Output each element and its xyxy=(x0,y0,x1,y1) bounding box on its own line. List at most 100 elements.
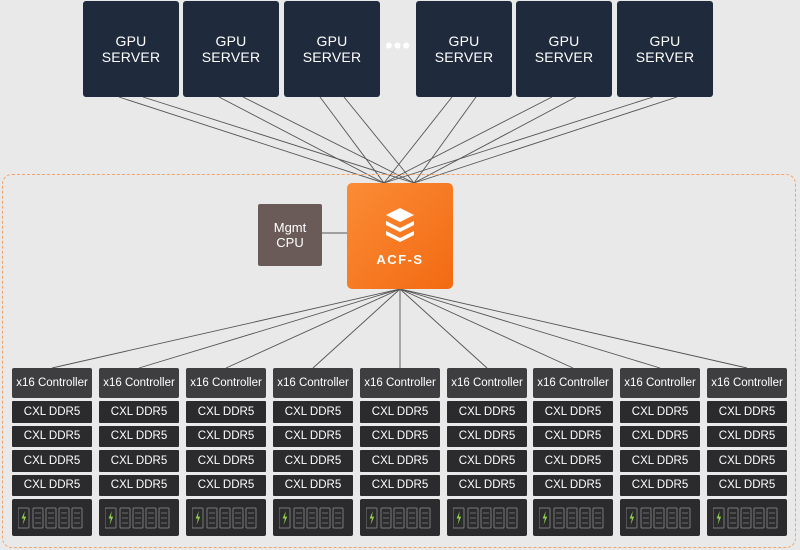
more-servers-ellipsis: ••• xyxy=(384,33,412,58)
cxl-ddr5-module: CXL DDR5 xyxy=(12,474,92,496)
mgmt-label-line1: Mgmt xyxy=(273,220,307,235)
gpu-server-1: GPU SERVER xyxy=(83,1,179,97)
server-to-switch-line xyxy=(383,96,453,184)
cxl-ddr5-module: CXL DDR5 xyxy=(273,401,353,423)
cxl-ddr5-module: CXL DDR5 xyxy=(533,474,613,496)
cxl-ddr5-module: CXL DDR5 xyxy=(99,450,179,472)
server-to-switch-line xyxy=(413,96,678,184)
dimm-slot-tray xyxy=(273,499,353,536)
server-to-switch-line xyxy=(319,96,385,184)
server-to-switch-line xyxy=(142,96,415,184)
cxl-ddr5-module: CXL DDR5 xyxy=(186,401,266,423)
cxl-ddr5-module: CXL DDR5 xyxy=(447,401,527,423)
cxl-ddr5-module: CXL DDR5 xyxy=(707,474,787,496)
cxl-ddr5-module: CXL DDR5 xyxy=(273,450,353,472)
server-to-switch-line xyxy=(118,96,385,184)
x16-controller: x16 Controller xyxy=(447,368,527,398)
cxl-ddr5-module: CXL DDR5 xyxy=(273,425,353,447)
dimm-slot-tray xyxy=(533,499,613,536)
cxl-ddr5-module: CXL DDR5 xyxy=(99,401,179,423)
cxl-ddr5-module: CXL DDR5 xyxy=(99,474,179,496)
server-to-switch-line xyxy=(242,96,415,184)
x16-controller: x16 Controller xyxy=(533,368,613,398)
gpu-server-label-line1: GPU xyxy=(448,33,480,49)
cxl-ddr5-module: CXL DDR5 xyxy=(186,425,266,447)
memory-slots-icon xyxy=(539,507,604,528)
dimm-slot-tray xyxy=(186,499,266,536)
cxl-ddr5-module: CXL DDR5 xyxy=(99,425,179,447)
gpu-server-4: GPU SERVER xyxy=(416,1,512,97)
memory-slots-icon xyxy=(626,507,691,528)
cxl-ddr5-module: CXL DDR5 xyxy=(533,450,613,472)
cxl-ddr5-module: CXL DDR5 xyxy=(620,401,700,423)
memory-slots-icon xyxy=(279,507,344,528)
gpu-server-3: GPU SERVER xyxy=(284,1,380,97)
cxl-ddr5-module: CXL DDR5 xyxy=(447,450,527,472)
cxl-ddr5-module: CXL DDR5 xyxy=(707,425,787,447)
x16-controller: x16 Controller xyxy=(707,368,787,398)
gpu-server-label-line2: SERVER xyxy=(434,49,494,65)
gpu-server-label-line2: SERVER xyxy=(302,49,362,65)
server-to-switch-line xyxy=(413,96,477,184)
gpu-server-label-line1: GPU xyxy=(115,33,147,49)
gpu-server-6: GPU SERVER xyxy=(617,1,713,97)
cxl-ddr5-module: CXL DDR5 xyxy=(447,474,527,496)
cxl-ddr5-module: CXL DDR5 xyxy=(360,401,440,423)
x16-controller: x16 Controller xyxy=(620,368,700,398)
mgmt-label-line2: CPU xyxy=(276,235,304,250)
cxl-ddr5-module: CXL DDR5 xyxy=(12,401,92,423)
server-to-switch-line xyxy=(383,96,654,184)
gpu-server-label-line1: GPU xyxy=(649,33,681,49)
memory-slots-icon xyxy=(105,507,170,528)
acf-s-label: ACF-S xyxy=(376,251,424,267)
gpu-server-label-line1: GPU xyxy=(316,33,348,49)
gpu-server-label-line2: SERVER xyxy=(534,49,594,65)
stacked-layers-icon xyxy=(386,207,414,242)
mgmt-cpu-box: Mgmt CPU xyxy=(258,204,322,266)
cxl-ddr5-module: CXL DDR5 xyxy=(707,401,787,423)
cxl-ddr5-module: CXL DDR5 xyxy=(273,474,353,496)
dimm-slot-tray xyxy=(707,499,787,536)
x16-controller: x16 Controller xyxy=(99,368,179,398)
cxl-ddr5-module: CXL DDR5 xyxy=(447,425,527,447)
cxl-ddr5-module: CXL DDR5 xyxy=(707,450,787,472)
x16-controller: x16 Controller xyxy=(360,368,440,398)
dimm-slot-tray xyxy=(99,499,179,536)
dimm-slot-tray xyxy=(360,499,440,536)
dimm-slot-tray xyxy=(620,499,700,536)
memory-slots-icon xyxy=(192,507,257,528)
memory-slots-icon xyxy=(366,507,431,528)
cxl-ddr5-module: CXL DDR5 xyxy=(620,474,700,496)
cxl-ddr5-module: CXL DDR5 xyxy=(620,450,700,472)
dimm-slot-tray xyxy=(447,499,527,536)
x16-controller: x16 Controller xyxy=(12,368,92,398)
memory-rack-boundary xyxy=(2,174,796,548)
cxl-ddr5-module: CXL DDR5 xyxy=(533,425,613,447)
gpu-server-label-line2: SERVER xyxy=(101,49,161,65)
dimm-slot-tray xyxy=(12,499,92,536)
memory-slots-icon xyxy=(453,507,518,528)
server-to-switch-line xyxy=(413,96,577,184)
server-to-switch-line xyxy=(218,96,385,184)
gpu-server-label-line1: GPU xyxy=(548,33,580,49)
memory-slots-icon xyxy=(18,507,83,528)
gpu-server-2: GPU SERVER xyxy=(183,1,279,97)
cxl-ddr5-module: CXL DDR5 xyxy=(620,425,700,447)
cxl-ddr5-module: CXL DDR5 xyxy=(360,425,440,447)
memory-slots-icon xyxy=(713,507,778,528)
cxl-ddr5-module: CXL DDR5 xyxy=(186,450,266,472)
cxl-ddr5-module: CXL DDR5 xyxy=(533,401,613,423)
server-to-switch-line xyxy=(343,96,415,184)
gpu-server-5: GPU SERVER xyxy=(516,1,612,97)
x16-controller: x16 Controller xyxy=(273,368,353,398)
cxl-ddr5-module: CXL DDR5 xyxy=(186,474,266,496)
gpu-server-label-line1: GPU xyxy=(215,33,247,49)
